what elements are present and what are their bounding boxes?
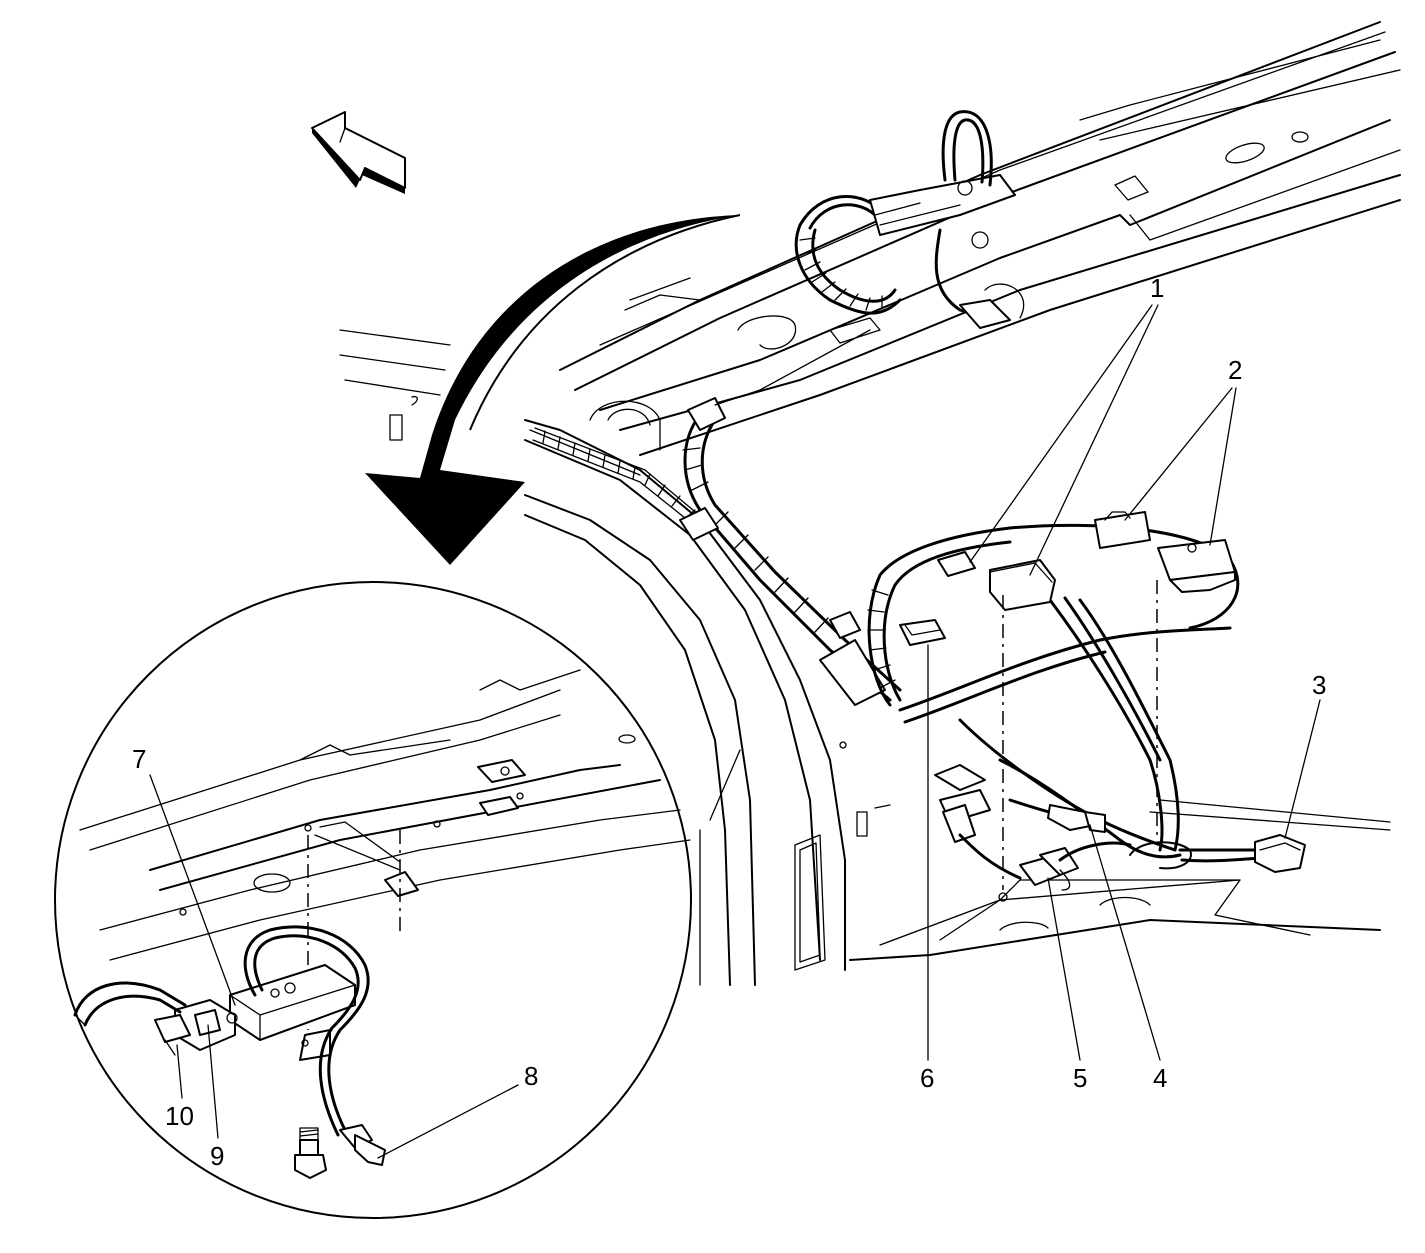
roof-harness xyxy=(679,110,1025,706)
bolt-icon xyxy=(294,1127,327,1179)
callout-6: 6 xyxy=(920,1063,935,1093)
callout-8: 8 xyxy=(524,1061,539,1091)
callout-9: 9 xyxy=(210,1141,225,1171)
leader-lines xyxy=(149,304,1321,1159)
callout-10: 10 xyxy=(165,1101,194,1131)
callout-2: 2 xyxy=(1228,355,1243,385)
pillar-outline xyxy=(524,419,891,986)
main-harness xyxy=(867,511,1306,902)
callout-5: 5 xyxy=(1073,1063,1088,1093)
floor-panel-outline xyxy=(849,799,1391,961)
forward-view-arrow-icon xyxy=(311,111,406,194)
callout-1: 1 xyxy=(1150,273,1165,303)
detail-view-circle xyxy=(54,581,692,1219)
roof-panel-outline xyxy=(339,21,1401,456)
callout-4: 4 xyxy=(1153,1063,1168,1093)
callout-3: 3 xyxy=(1312,670,1327,700)
callout-7: 7 xyxy=(132,744,147,774)
detail-view-arrow-icon xyxy=(365,214,741,565)
